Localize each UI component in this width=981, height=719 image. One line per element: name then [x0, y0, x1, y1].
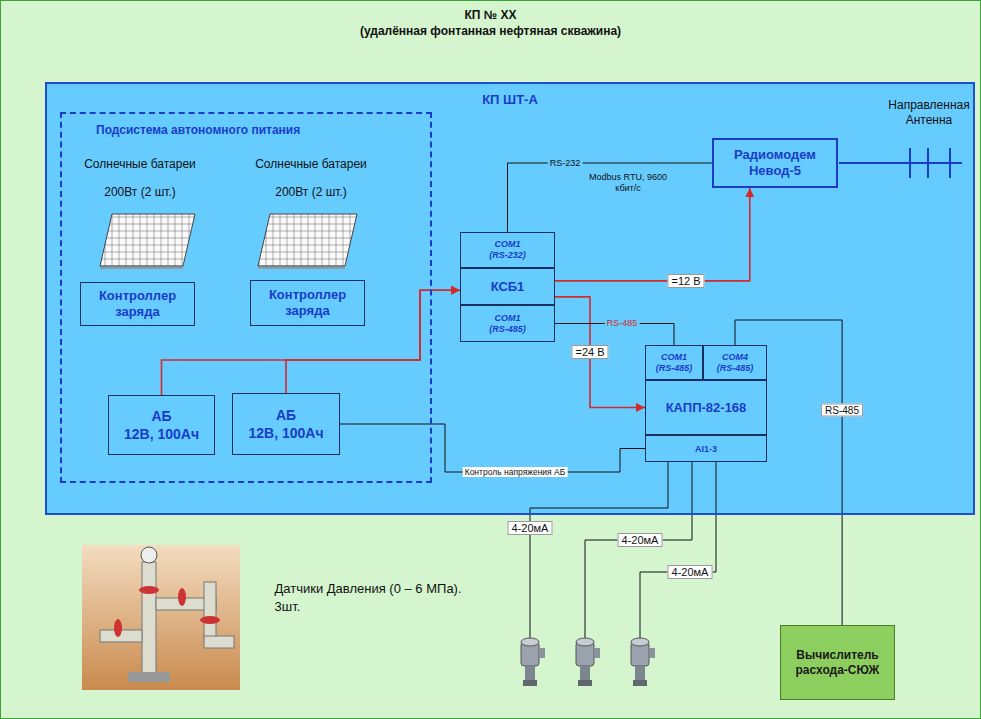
panel-title: КП ШТ-А	[482, 92, 538, 108]
flow-computer-box: Вычислитель расхода-СЮЖ	[780, 625, 895, 700]
battery-box: АБ12В, 100Ач	[108, 395, 215, 455]
signal-wire	[530, 462, 668, 638]
connector-label: =24 В	[571, 345, 608, 359]
connector-label: Контроль напряжения АБ	[463, 467, 568, 477]
valve-wheel	[178, 588, 186, 606]
connector-label: RS-485	[605, 318, 640, 328]
box-label: 12В, 100Ач	[248, 424, 323, 442]
solar-panel-frame	[100, 267, 183, 269]
wellhead-pipe	[204, 582, 216, 642]
box-label: Вычислитель расхода-СЮЖ	[785, 648, 890, 678]
connector-label: RS-232	[548, 158, 583, 168]
solar-panel-frame	[258, 267, 345, 269]
box-label: АБ	[151, 407, 171, 425]
box-label: КАПП-82-168	[666, 400, 747, 416]
connector-label: RS-485	[821, 404, 863, 417]
solar-panel	[258, 214, 357, 266]
battery-box: АБ12В, 100Ач	[232, 393, 340, 455]
port-box: COM1 (RS-485)	[460, 305, 555, 342]
wellhead-base	[128, 672, 170, 682]
cabinet-panel: КП ШТ-А Подсистема автономного питанияКон…	[45, 82, 975, 515]
sensor-caption: Датчики Давления (0 – 6 МПа). 3шт.	[275, 580, 490, 616]
panel-caption: Солнечные батареи 200Вт (2 шт.)	[244, 150, 379, 206]
solar-panel	[100, 214, 195, 266]
connector-label: =12 В	[667, 274, 704, 288]
box-label: КСБ1	[491, 279, 525, 295]
region-title: КП № XX	[464, 7, 516, 23]
pressure-sensor	[631, 638, 655, 686]
antenna-symbol	[839, 148, 962, 178]
signal-label: 4-20мА	[668, 565, 713, 579]
box-label: 12В, 100Ач	[124, 425, 199, 443]
port-label: COM1 (RS-232)	[485, 239, 531, 261]
signal-wire	[585, 462, 692, 638]
antenna-element	[949, 148, 951, 178]
power-line	[555, 297, 645, 408]
pressure-sensor-icons	[521, 638, 655, 686]
panel-caption: Солнечные батареи 200Вт (2 шт.)	[73, 150, 208, 206]
region-title: (удалённая фонтанная нефтяная скважина)	[360, 23, 621, 39]
analog-wires	[530, 462, 716, 638]
radio-modem-box: Радиомодем Невод-5	[712, 138, 838, 188]
signal-label: 4-20мА	[508, 521, 553, 535]
port-box: COM1 (RS-232)	[460, 232, 555, 268]
analog-input-box: AI1-3	[645, 435, 767, 462]
signal-wire	[640, 462, 716, 638]
antenna-caption: Направленная Антенна	[883, 98, 975, 128]
box-label: Радиомодем Невод-5	[718, 147, 832, 179]
port-box: COM4 (RS-485)	[703, 345, 767, 380]
solar-panel-illustration	[258, 214, 357, 268]
power-line	[555, 188, 750, 281]
port-label: AI1-3	[695, 441, 717, 457]
box-label: АБ	[276, 406, 296, 424]
pressure-sensor	[521, 638, 545, 686]
port-label: COM4 (RS-485)	[712, 352, 758, 374]
antenna-feed	[839, 162, 962, 164]
port-label: COM1 (RS-485)	[485, 313, 531, 335]
box-label: Контроллер заряда	[255, 287, 360, 319]
antenna-element	[927, 148, 929, 178]
controller-box: КАПП-82-168	[645, 380, 767, 435]
charge-controller-box: Контроллер заряда	[80, 282, 195, 326]
wellhead-illustration	[82, 545, 240, 690]
valve-wheel	[139, 586, 159, 594]
valve-wheel	[200, 616, 220, 624]
signal-line	[508, 163, 713, 232]
box-label: Контроллер заряда	[85, 288, 190, 320]
solar-panel-illustration	[100, 214, 195, 268]
pressure-sensor	[576, 638, 600, 686]
wellhead-ground	[82, 545, 240, 690]
valve-wheel	[114, 619, 122, 637]
signal-line	[340, 424, 645, 472]
wellhead-pipe	[142, 562, 156, 680]
group-title: Подсистема автономного питания	[96, 122, 300, 138]
power-unit-box: КСБ1	[460, 268, 555, 305]
charge-controller-box: Контроллер заряда	[250, 280, 365, 326]
signal-label: 4-20мА	[618, 533, 663, 547]
antenna-element	[909, 148, 911, 178]
port-box: COM1 (RS-485)	[645, 345, 703, 380]
port-label: COM1 (RS-485)	[651, 352, 697, 374]
panel-ground	[45, 82, 975, 515]
protocol-note: Modbus RTU, 9600 кбит/с	[588, 172, 668, 194]
wellhead-pipe	[204, 636, 234, 648]
wellhead-gauge	[141, 547, 157, 563]
